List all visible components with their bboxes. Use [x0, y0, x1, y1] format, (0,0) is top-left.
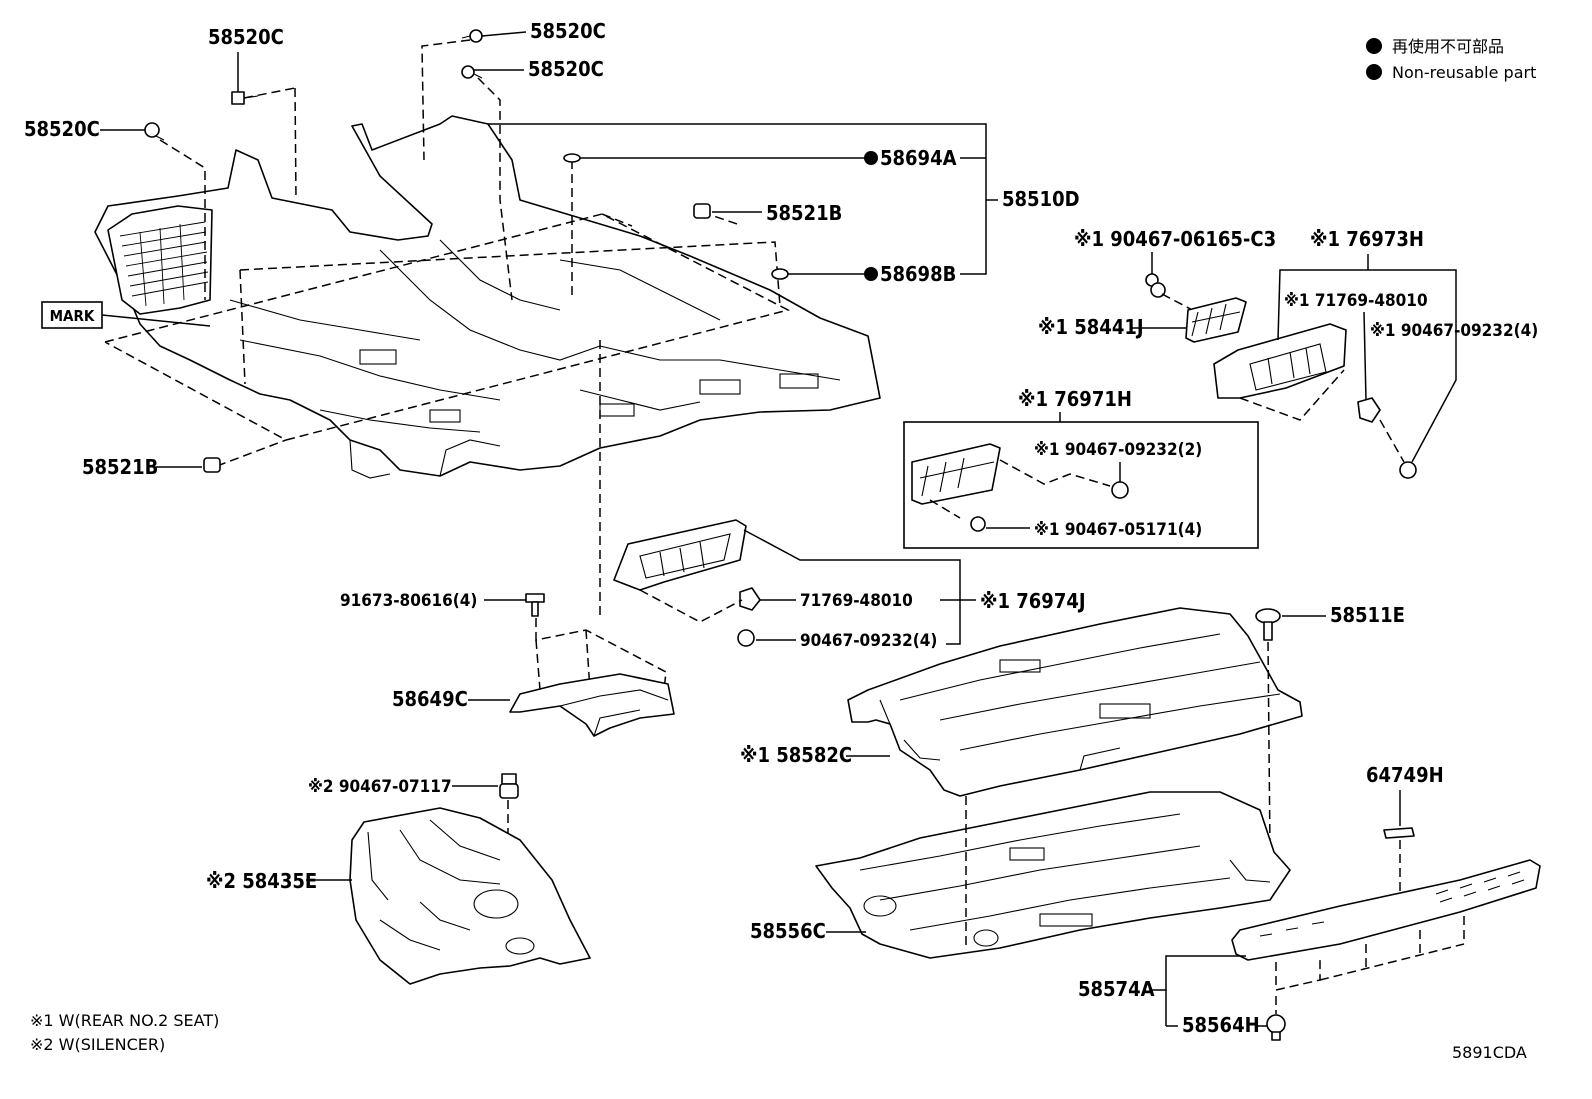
- legend-japanese: 再使用不可部品: [1392, 37, 1504, 56]
- clip-90467-06165-icon: [1145, 273, 1166, 298]
- carpet-58582c-detail: [879, 633, 1281, 771]
- scuff-plate-ribs: [1259, 871, 1525, 937]
- label-58520c-top: 58520C: [208, 25, 284, 49]
- label-58521b-top: 58521B: [766, 201, 842, 225]
- bracket-58649c: 91673-80616(4) 58649C: [340, 591, 675, 737]
- bracket-58649c-shape: [509, 673, 675, 737]
- panel-76974j: [613, 519, 747, 591]
- clip-64749h-icon: [1383, 827, 1415, 839]
- scuff-plate-shape: [1231, 859, 1541, 961]
- clip-90467-05171-icon: [970, 516, 986, 532]
- label-90467-09232-b: ※1 90467-09232(2): [1034, 440, 1202, 460]
- non-reusable-dot-icon: [1366, 38, 1382, 54]
- label-90467-09232-a: ※1 90467-09232(4): [1370, 321, 1538, 341]
- grommet-58698b-icon: [771, 268, 789, 280]
- mark-leader: [101, 314, 211, 327]
- label-71769-48010-b: 71769-48010: [800, 591, 913, 611]
- panel-76973h: [1213, 323, 1347, 399]
- label-58441j: ※1 58441J: [1038, 315, 1144, 339]
- label-76974j: ※1 76974J: [980, 589, 1086, 613]
- label-91673-80616: 91673-80616(4): [340, 591, 477, 611]
- panel-76974j-detail: [639, 533, 731, 579]
- silencer-shape: [349, 807, 591, 985]
- assembly-76971h: ※1 76971H ※1 90467-09232(2) ※1 90467-051…: [903, 387, 1259, 549]
- assembly-76973h: ※1 58441J ※1 90467-06165-C3 ※1 76973H ※1…: [1038, 227, 1538, 479]
- label-58649c: 58649C: [392, 687, 468, 711]
- legend: 再使用不可部品 Non-reusable part: [1366, 37, 1536, 82]
- carpet-58556c: 58556C: [750, 791, 1291, 959]
- label-58510d: 58510D: [1002, 187, 1080, 211]
- bracket-58649c-detail: [559, 689, 669, 737]
- carpet-58556c-detail: [859, 813, 1271, 947]
- label-58435e: ※2 58435E: [206, 869, 317, 893]
- silencer-58435e: ※2 90467-07117 ※2 58435E: [206, 773, 591, 985]
- label-90467-07117: ※2 90467-07117: [308, 777, 452, 797]
- clip-90467-09232-a-icon: [1399, 461, 1417, 479]
- footnote-1: ※1 W(REAR NO.2 SEAT): [30, 1011, 219, 1030]
- floor-carpet-58510d: MARK: [41, 115, 881, 479]
- diagram-code: 5891CDA: [1452, 1043, 1527, 1062]
- box-76971h: [903, 421, 1259, 549]
- carpet-outline: [94, 115, 881, 477]
- clip-58520c-b-icon: [461, 29, 483, 43]
- carpet-58582c: ※1 58582C: [740, 607, 1303, 797]
- label-90467-05171: ※1 90467-05171(4): [1034, 520, 1202, 540]
- grommet-58694a-icon: [563, 153, 581, 163]
- clip-58521b-a-icon: [693, 203, 711, 219]
- carpet-left-pad-hatch: [119, 221, 209, 307]
- label-90467-06165-c3: ※1 90467-06165-C3: [1074, 227, 1276, 251]
- scuff-plate-58574a: 64749H 58574A 58564H: [1078, 763, 1541, 1041]
- label-76971h: ※1 76971H: [1018, 387, 1132, 411]
- plate-58441j-grid: [1191, 303, 1241, 337]
- silencer-detail: [367, 819, 535, 955]
- label-71769-48010-a: ※1 71769-48010: [1284, 291, 1428, 311]
- legend-english: Non-reusable part: [1392, 63, 1536, 82]
- clip-58521b-b-icon: [203, 457, 221, 473]
- label-58582c: ※1 58582C: [740, 743, 852, 767]
- label-58520c-left: 58520C: [24, 117, 100, 141]
- clip-90467-07117-icon: [499, 773, 519, 799]
- label-58520c-lower: 58520C: [528, 57, 604, 81]
- label-58574a: 58574A: [1078, 977, 1155, 1001]
- label-58520c-mid: 58520C: [530, 19, 606, 43]
- clip-90467-09232-c-icon: [737, 629, 755, 647]
- label-58521b-bottom: 58521B: [82, 455, 158, 479]
- clip-58520c-d-icon: [144, 122, 165, 141]
- bolt-91673-icon: [525, 593, 545, 617]
- label-58511e: 58511E: [1330, 603, 1405, 627]
- clip-58511e: 58511E: [1255, 603, 1405, 851]
- label-58556c: 58556C: [750, 919, 826, 943]
- carpet-labels: 58520C 58520C 58520C 58520C 58694A 58698…: [24, 19, 1080, 479]
- label-58694a: 58694A: [880, 146, 957, 170]
- assembly-76974j: ※1 76974J 71769-48010 90467-09232(4): [613, 519, 1086, 651]
- mark-label: MARK: [50, 307, 95, 325]
- panel-76971h: [911, 443, 1001, 505]
- carpet-58582c-shape: [847, 607, 1303, 797]
- plate-58441j: [1185, 297, 1247, 343]
- non-reusable-dot-icon: [864, 151, 878, 165]
- label-64749h: 64749H: [1366, 763, 1444, 787]
- label-90467-09232-c: 90467-09232(4): [800, 631, 937, 651]
- non-reusable-dot-icon: [1366, 64, 1382, 80]
- clip-71769-48010-b-icon: [739, 587, 761, 611]
- clip-58511e-icon: [1255, 608, 1281, 624]
- carpet-fasteners: [144, 29, 789, 473]
- non-reusable-dot-icon: [864, 267, 878, 281]
- clip-58520c-a-icon: [231, 91, 259, 105]
- clip-71769-48010-a-icon: [1357, 397, 1381, 423]
- clip-58564h-icon: [1266, 1014, 1286, 1041]
- clip-58520c-c-icon: [461, 65, 483, 79]
- panel-76971h-detail: [919, 457, 995, 497]
- clip-90467-09232-b-icon: [1111, 481, 1129, 499]
- label-58698b: 58698B: [880, 262, 956, 286]
- footnote-2: ※2 W(SILENCER): [30, 1035, 165, 1054]
- footnotes: ※1 W(REAR NO.2 SEAT) ※2 W(SILENCER) 5891…: [30, 1011, 1527, 1062]
- label-58564h: 58564H: [1182, 1013, 1260, 1037]
- label-76973h: ※1 76973H: [1310, 227, 1424, 251]
- panel-76973h-detail: [1249, 343, 1327, 391]
- carpet-58556c-shape: [815, 791, 1291, 959]
- carpet-contours: [229, 239, 841, 479]
